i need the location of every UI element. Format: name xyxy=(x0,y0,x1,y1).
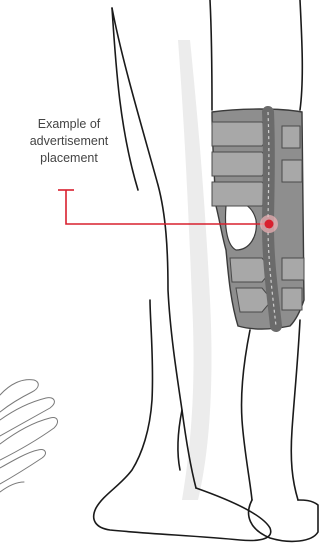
callout-line-2: advertisement xyxy=(8,133,130,150)
leg-shadow xyxy=(178,40,212,500)
advertisement-callout-label: Example of advertisement placement xyxy=(8,116,130,167)
callout-line-1: Example of xyxy=(8,116,130,133)
hand-sketch xyxy=(0,380,57,492)
knee-brace xyxy=(212,109,304,329)
callout-line-3: placement xyxy=(8,150,130,167)
